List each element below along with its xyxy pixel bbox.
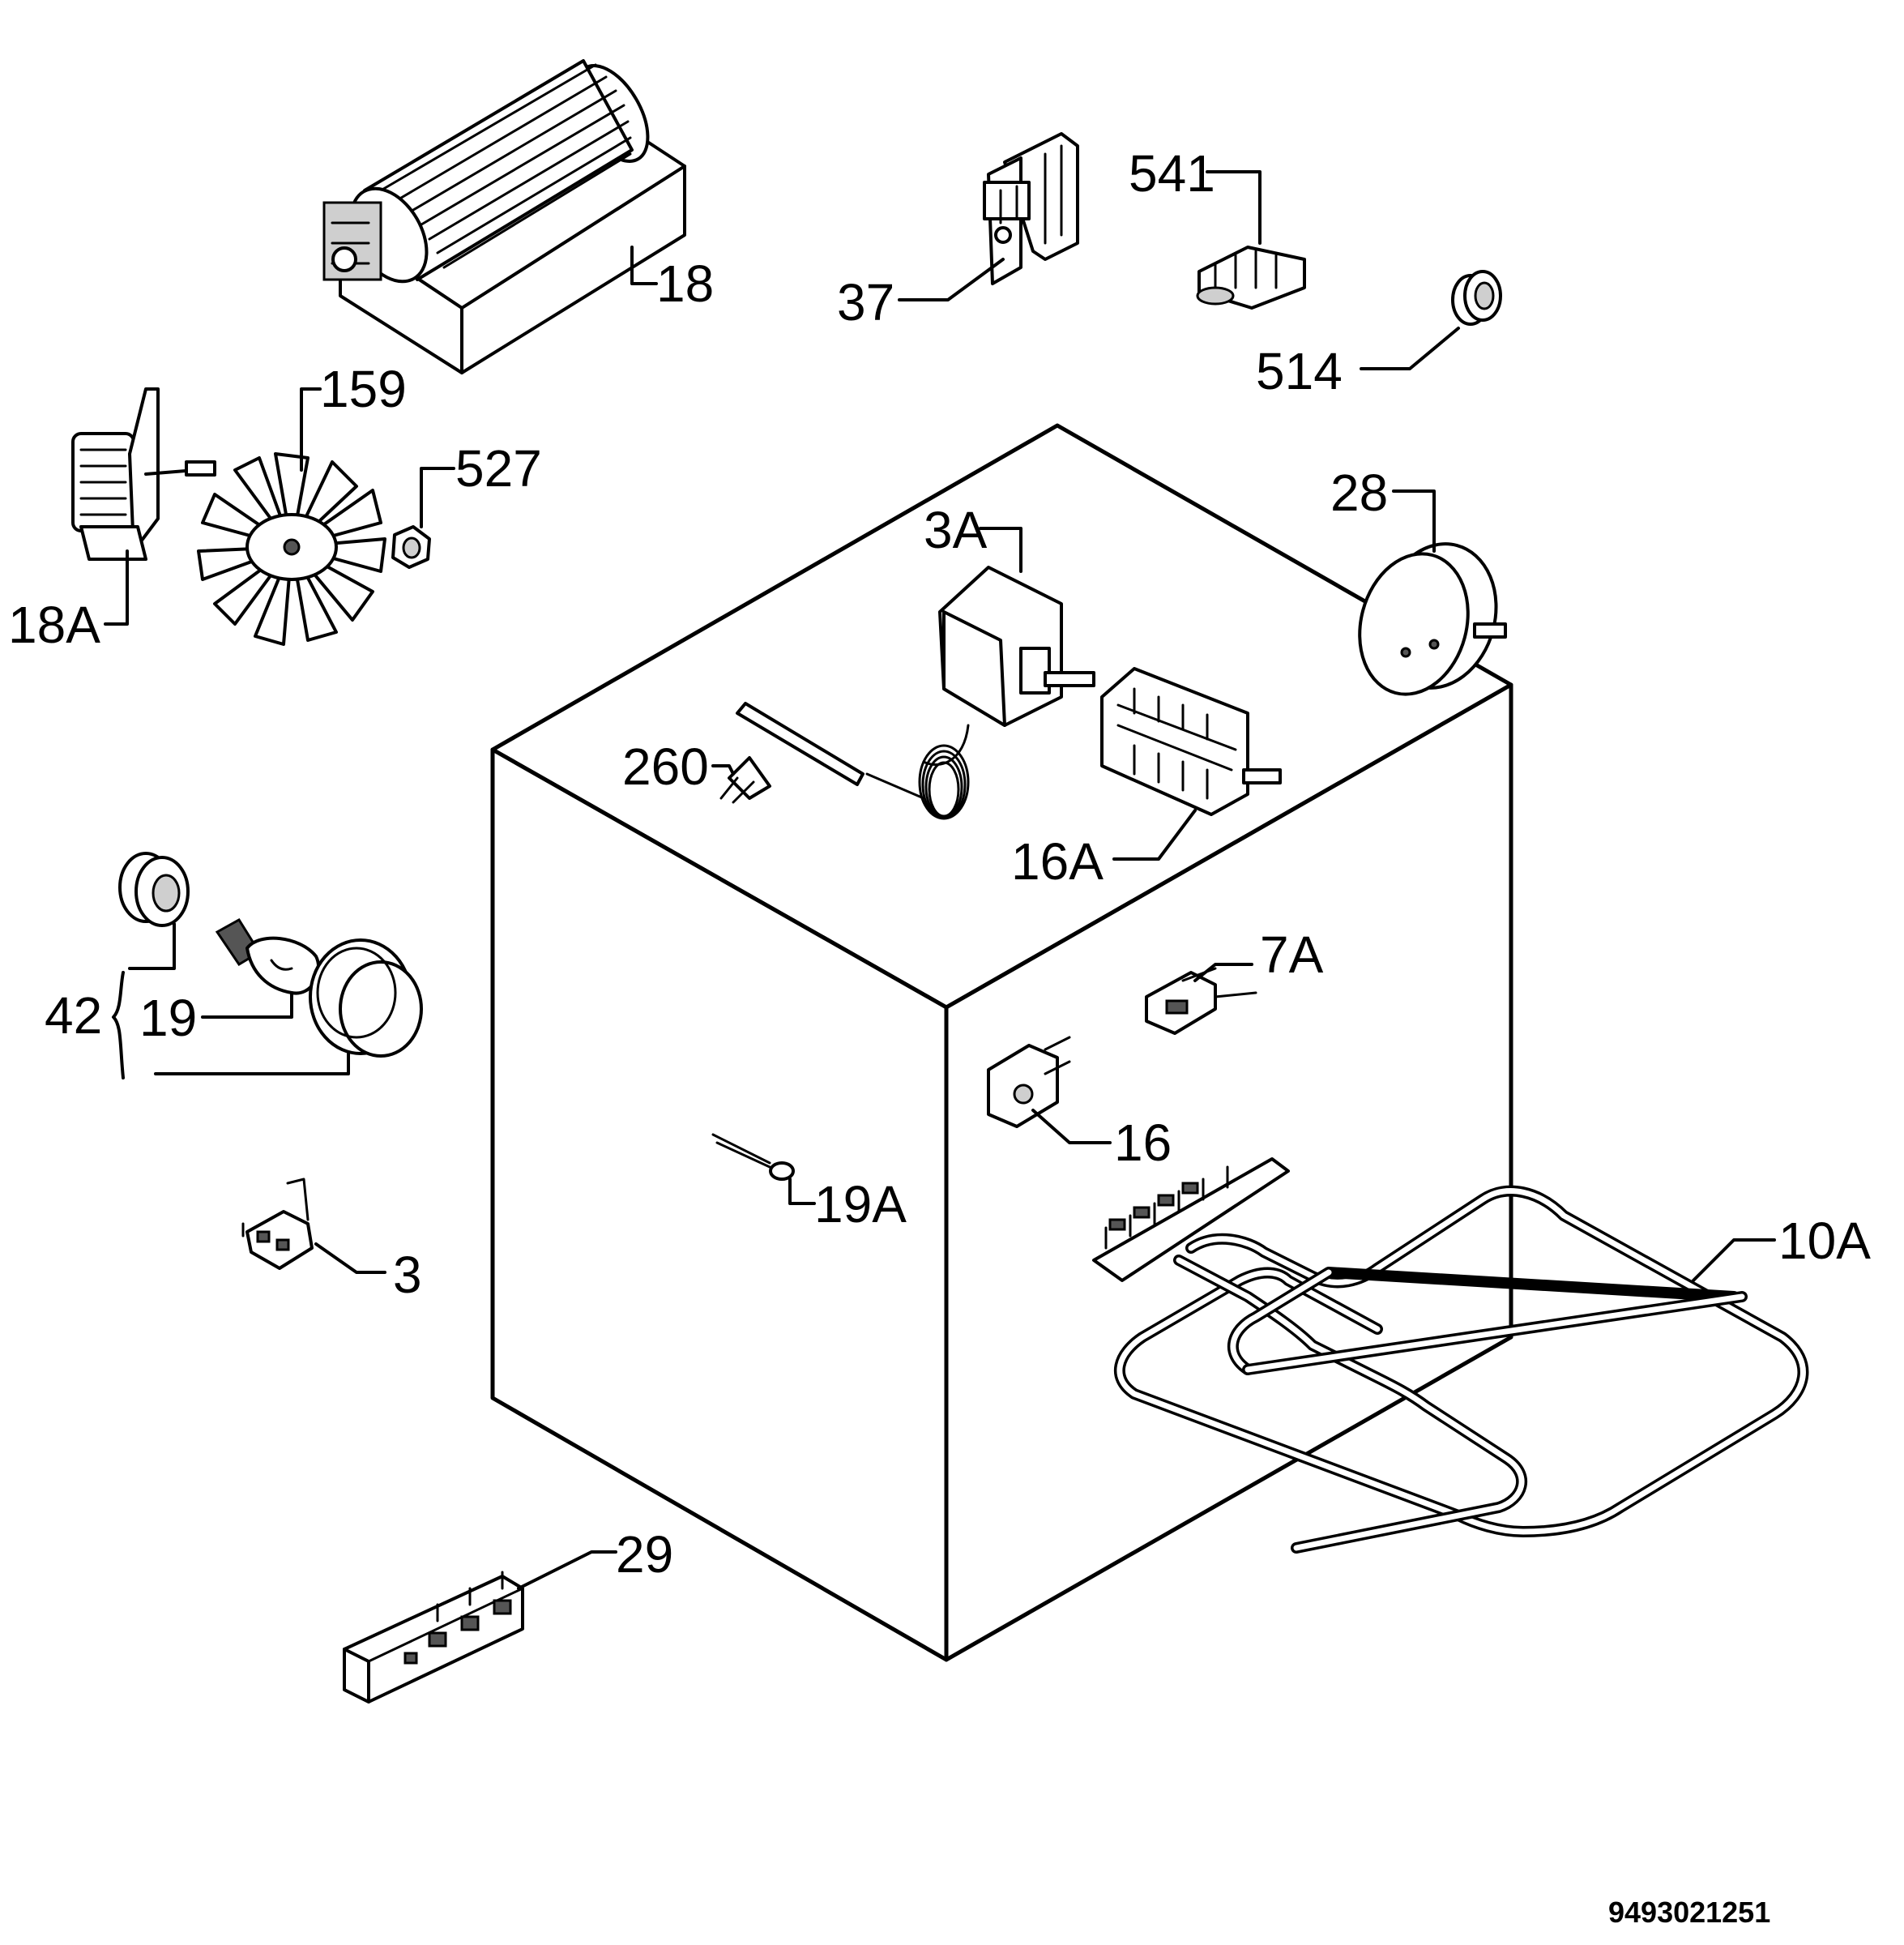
leader-19a bbox=[788, 1178, 816, 1205]
leader-3 bbox=[314, 1242, 386, 1274]
label-18: 18 bbox=[656, 254, 714, 313]
leader-514 bbox=[1360, 327, 1460, 370]
label-16a: 16A bbox=[1011, 832, 1104, 891]
lamp-bulb bbox=[215, 917, 321, 995]
leader-16a bbox=[1112, 809, 1197, 861]
lamp-holder bbox=[118, 852, 190, 927]
label-541: 541 bbox=[1129, 144, 1215, 203]
label-260: 260 bbox=[622, 737, 709, 796]
label-28: 28 bbox=[1330, 464, 1388, 522]
label-514: 514 bbox=[1256, 342, 1343, 400]
label-29: 29 bbox=[616, 1525, 673, 1584]
label-159: 159 bbox=[320, 360, 407, 418]
leader-42-bracket bbox=[112, 922, 350, 1079]
thermal-cutout-bracket bbox=[983, 132, 1079, 285]
leader-3a bbox=[979, 527, 1022, 573]
connector-block bbox=[1196, 246, 1306, 310]
ignition-block bbox=[343, 1571, 524, 1703]
sensor-probe bbox=[711, 1133, 795, 1181]
label-19a: 19A bbox=[814, 1175, 907, 1233]
tangential-fan bbox=[322, 59, 686, 374]
leader-159 bbox=[300, 387, 322, 472]
leader-7a bbox=[1193, 963, 1253, 982]
label-527: 527 bbox=[455, 439, 542, 498]
fan-motor bbox=[71, 387, 216, 561]
selector-switch bbox=[1100, 667, 1282, 816]
label-3a: 3A bbox=[924, 501, 988, 559]
leader-16 bbox=[1031, 1109, 1112, 1144]
small-switch bbox=[241, 1178, 314, 1270]
grill-element bbox=[1092, 1157, 1809, 1554]
label-10a: 10A bbox=[1778, 1212, 1871, 1270]
label-7a: 7A bbox=[1260, 925, 1324, 984]
label-18a: 18A bbox=[8, 596, 100, 654]
oven-cavity bbox=[490, 423, 1513, 1662]
leader-541 bbox=[1206, 170, 1262, 245]
label-16: 16 bbox=[1114, 1114, 1172, 1172]
fan-nut bbox=[391, 525, 431, 569]
label-19: 19 bbox=[139, 989, 197, 1047]
function-switch bbox=[987, 1036, 1071, 1128]
leader-37 bbox=[898, 258, 1005, 301]
leader-29 bbox=[517, 1550, 617, 1590]
leader-260 bbox=[711, 764, 735, 776]
capillary-clip bbox=[719, 756, 771, 804]
leader-527 bbox=[420, 467, 455, 528]
label-42: 42 bbox=[45, 986, 102, 1045]
lamp-cover bbox=[309, 938, 423, 1058]
leader-28 bbox=[1392, 489, 1436, 553]
thermostat bbox=[736, 566, 1095, 820]
leader-18 bbox=[630, 246, 658, 285]
grommet bbox=[1451, 270, 1502, 326]
fan-blade bbox=[197, 452, 386, 646]
reference-number: 9493021251 bbox=[1608, 1896, 1770, 1929]
label-3: 3 bbox=[393, 1246, 422, 1304]
leader-10a bbox=[1692, 1238, 1776, 1282]
timer-knob bbox=[1358, 542, 1507, 696]
leader-18a bbox=[104, 549, 129, 626]
label-37: 37 bbox=[837, 273, 894, 331]
